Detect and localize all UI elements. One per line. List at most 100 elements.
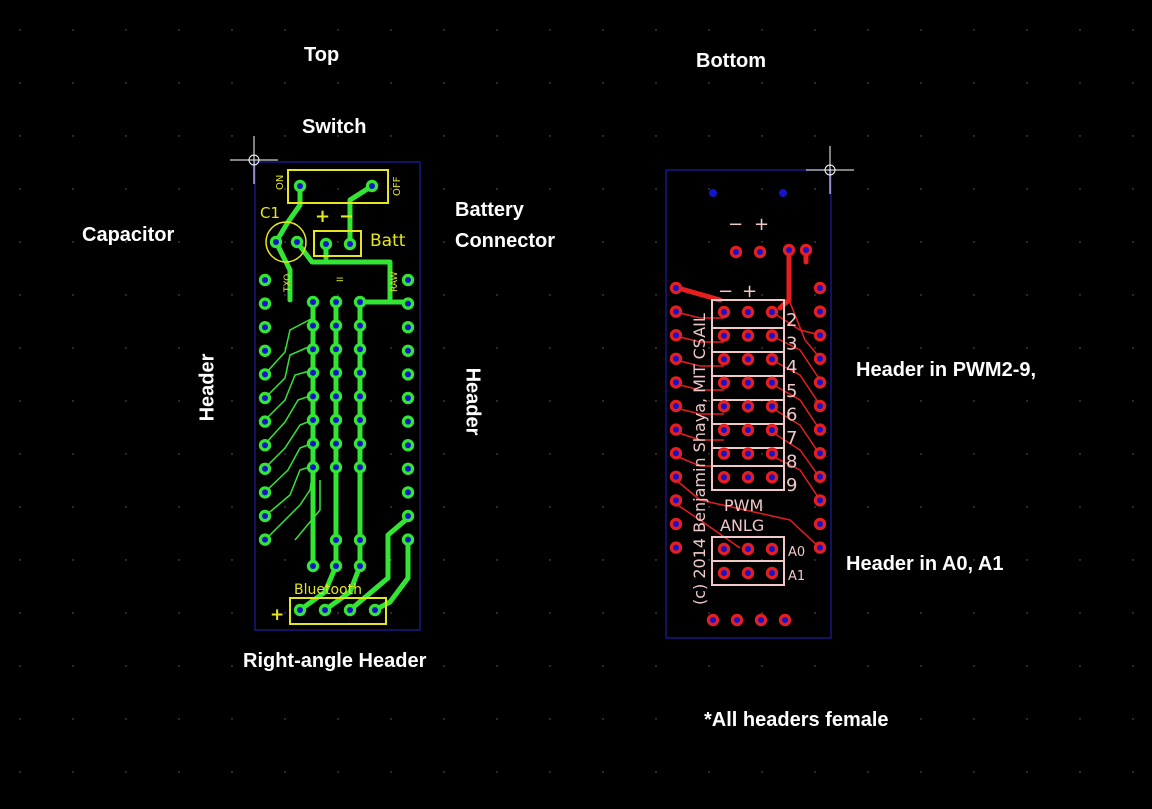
pwm-header-pad [717,329,731,342]
right-header-pad [813,399,827,413]
pwm-pin-label: 4 [786,357,797,378]
left-header-pad [258,273,272,287]
left-header-pad [669,281,683,295]
pwm-pin-label: 9 [786,475,797,496]
pwm-header-pad [765,305,779,319]
left-header-pad [258,297,272,310]
bottom-pads [669,189,827,627]
inner-header-pad [306,559,320,573]
analog-header-pad [717,542,731,556]
left-header-pad [669,399,683,413]
pwm-header-pad [765,447,779,460]
left-header-pad [258,486,272,499]
inner-header-pad [353,319,367,332]
label-right-angle-header: Right-angle Header [243,650,427,672]
left-header-pad [669,376,683,389]
inner-header-pad [306,437,320,450]
top-signal-traces [264,317,321,541]
pwm-header-pad [765,353,779,366]
silk-credit: (c) 2014 Benjamin Shaya, MIT CSAIL [690,313,709,605]
silk-bottom-minus-2: − [718,281,733,302]
pwm-header-pad [741,471,755,484]
left-header-pad [669,447,683,460]
switch-footprint [287,169,389,204]
left-header-pad [258,533,272,546]
bottom-silkscreen [711,299,785,586]
right-header-pad [813,423,827,436]
pwm-header-pad [717,471,731,484]
battery-pad [343,237,357,251]
pwm-header-pad [717,353,731,366]
inner-header-pad [353,559,367,573]
capacitor-footprint [265,221,307,263]
pwm-header-pad [765,423,779,437]
right-header-pad [813,305,827,318]
left-header-pad [258,391,272,405]
label-top: Top [304,44,340,66]
left-header-pad [669,352,683,365]
label-header-pwm: Header in PWM2-9, [856,359,1037,381]
pwm-header-pad [765,471,779,484]
left-header-pad [669,541,683,554]
silk-pwm: PWM [724,496,763,515]
bluetooth-header-pad [293,603,307,617]
silk-off: OFF [392,176,403,196]
analog-header-pad [765,566,779,580]
silk-a1: A1 [788,569,805,584]
power-pad [782,243,796,257]
label-header-analog: Header in A0, A1 [846,553,1004,575]
pwm-header-pad [741,400,755,413]
left-header-pad [669,423,683,436]
right-header-pad [401,415,415,428]
inner-header-pad [353,366,367,379]
bottom-board: − + − + (c) 2014 Benjamin Shaya, MIT CSA… [665,146,854,639]
right-header-pad [813,470,827,483]
capacitor-pad [269,235,283,249]
inner-header-pad [329,343,343,356]
inner-header-pad [329,413,343,427]
bluetooth-header-pad [368,603,382,617]
bottom-row-pad [706,613,720,627]
battery-connector-footprint [313,230,362,257]
inner-header-pad [306,366,320,379]
inner-header-pad [329,390,343,403]
right-header-pad [401,273,415,287]
left-header-pad [258,368,272,381]
label-capacitor: Capacitor [82,224,175,246]
right-header-pad [401,368,415,381]
top-corner-crosshair [230,136,278,184]
inner-header-pad [306,413,320,427]
inner-header-pad [329,533,343,547]
top-board-outline [254,161,421,631]
right-header-pad [813,541,827,554]
pwm-header-pad [765,329,779,342]
right-header-pad [401,321,415,334]
silk-minus: − [339,206,354,227]
left-header-pad [669,329,683,342]
bluetooth-header-pad [318,603,332,617]
inner-header-pad [329,295,343,309]
right-header-pad [401,439,415,452]
pwm-header-pad [741,305,755,319]
silk-bt-plus: + [270,605,284,625]
inner-header-pad [306,461,320,474]
via [779,189,787,197]
pwm-header-pad [765,376,779,389]
silk-a0: A0 [788,545,805,560]
left-header-pad [258,439,272,452]
pwm-pin-label: 6 [786,404,797,425]
battery-pad [319,237,333,251]
label-note: *All headers female [704,709,889,731]
analog-header-pad [741,542,755,556]
power-pad [753,245,767,259]
silk-c1: C1 [260,204,280,222]
pwm-header-pad [741,376,755,389]
left-header-pad [669,470,683,483]
inner-header-pad [353,390,367,403]
pwm-header-pad [741,329,755,342]
right-header-pad [401,509,415,523]
silk-txo: TXO [283,274,293,293]
inner-header-pad [353,533,367,547]
